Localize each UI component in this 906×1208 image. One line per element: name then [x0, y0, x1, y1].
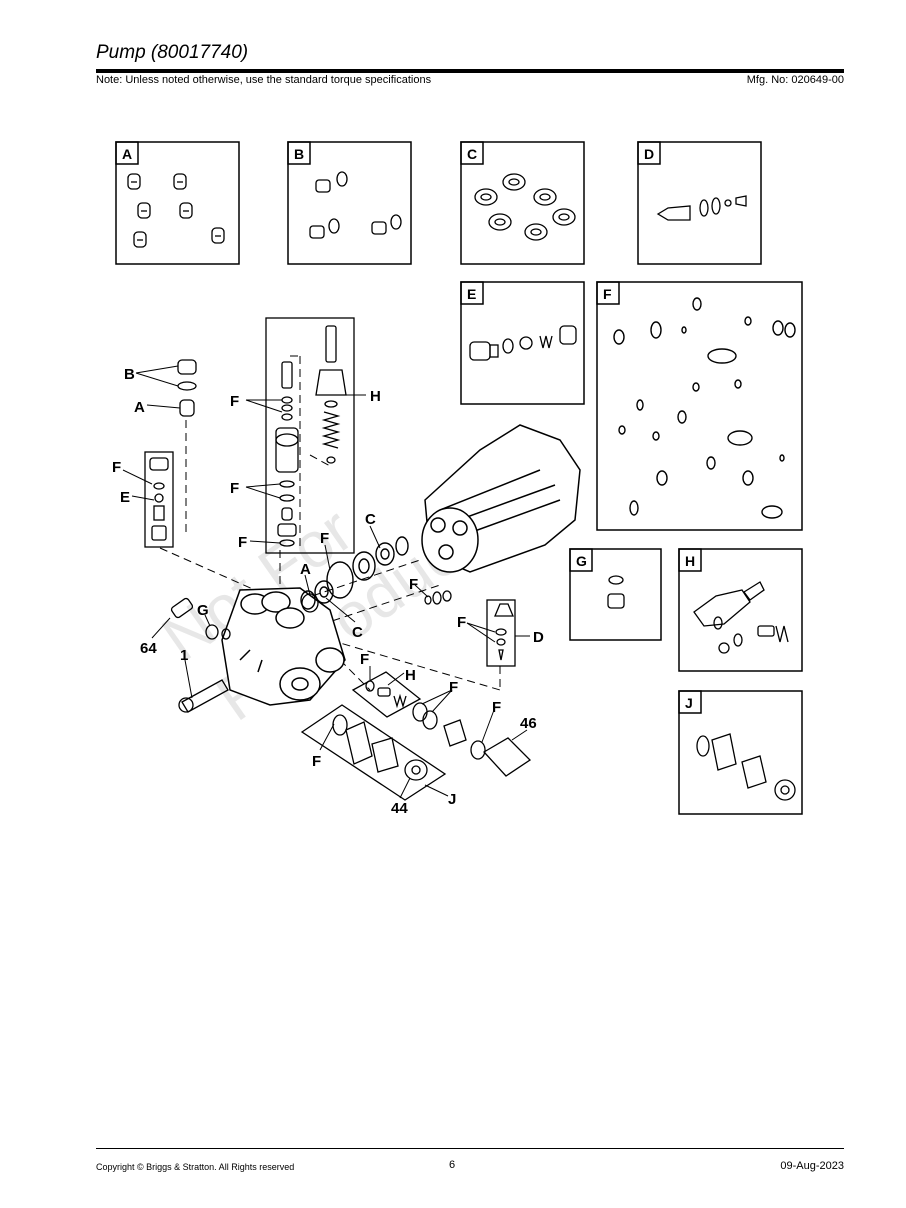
callout-f-kit-d: F	[457, 614, 466, 631]
seal-icons	[474, 173, 576, 241]
plug-icons	[309, 171, 402, 239]
kit-label-g: G	[576, 553, 587, 569]
kit-box-a: A	[115, 141, 240, 265]
callout-d: D	[533, 629, 544, 646]
kit-box-f: F	[596, 281, 803, 531]
kit-h-bracket	[351, 671, 422, 718]
callout-f-rings: F	[449, 679, 458, 696]
callout-f-kit-j: F	[312, 753, 321, 770]
check-valve-icons	[656, 195, 747, 221]
callout-h-lower: H	[405, 667, 416, 684]
piston-seal-stack	[300, 536, 409, 610]
kit-label-j: J	[685, 695, 693, 711]
valve-icons	[127, 173, 225, 248]
kit-box-j: J	[678, 690, 803, 815]
kit-box-e: E	[460, 281, 585, 405]
footer-rule	[96, 1148, 844, 1149]
kit-label-a: A	[122, 146, 132, 162]
mfg-number: Mfg. No: 020649-00	[746, 74, 844, 86]
kit-box-b: B	[287, 141, 412, 265]
kit-e-bracket	[144, 451, 174, 548]
callout-46: 46	[520, 715, 537, 732]
callout-44: 44	[391, 800, 408, 817]
kit-label-e: E	[467, 286, 476, 302]
callout-j: J	[448, 791, 456, 808]
kit-box-d: D	[637, 141, 762, 265]
page-title: Pump (80017740)	[96, 42, 249, 63]
drain-plug-icons	[607, 575, 625, 609]
callout-64: 64	[140, 640, 157, 657]
callout-f-kit-h: F	[360, 651, 369, 668]
unloader-valve-icons	[693, 581, 789, 654]
callout-1: 1	[180, 647, 188, 664]
crankcase	[421, 424, 581, 573]
callout-e: E	[120, 489, 130, 506]
header-rule	[96, 69, 844, 73]
pump-manifold	[221, 587, 346, 706]
publish-date: 09-Aug-2023	[780, 1160, 844, 1172]
callout-b: B	[124, 366, 135, 383]
callout-c-seal: C	[352, 624, 363, 641]
callout-f-seal: F	[320, 530, 329, 547]
kit-box-g: G	[569, 548, 662, 641]
kit-j-bracket	[300, 704, 447, 801]
kit-label-h: H	[685, 553, 695, 569]
kit-label-c: C	[467, 146, 477, 162]
callout-f: F	[230, 393, 239, 410]
callout-a: A	[134, 399, 145, 416]
kit-box-c: C	[460, 141, 585, 265]
callout-f-right: F	[409, 576, 418, 593]
callout-a-seal: A	[300, 561, 311, 578]
callout-f-unloader: F	[230, 480, 239, 497]
callout-c: C	[365, 511, 376, 528]
kit-d-bracket	[486, 599, 516, 667]
unloader-plug-icons	[469, 325, 577, 361]
copyright: Copyright © Briggs & Stratton. All Right…	[96, 1162, 295, 1172]
callout-h: H	[370, 388, 381, 405]
torque-note: Note: Unless noted otherwise, use the st…	[96, 74, 432, 86]
o-ring-icons	[613, 297, 796, 519]
kit-box-h: H	[678, 548, 803, 672]
callout-g: G	[197, 602, 209, 619]
assembly-guide-lines	[159, 355, 501, 691]
kit-label-d: D	[644, 146, 654, 162]
outlet-fitting-icons	[696, 733, 796, 801]
callout-f-lower: F	[238, 534, 247, 551]
page-number: 6	[449, 1159, 456, 1171]
callout-f-kit-e: F	[112, 459, 121, 476]
callout-f-outlet: F	[492, 699, 501, 716]
leader-lines	[122, 365, 530, 799]
kit-label-b: B	[294, 146, 304, 162]
kit-label-f: F	[603, 286, 612, 302]
unloader-group-bracket	[265, 317, 355, 554]
